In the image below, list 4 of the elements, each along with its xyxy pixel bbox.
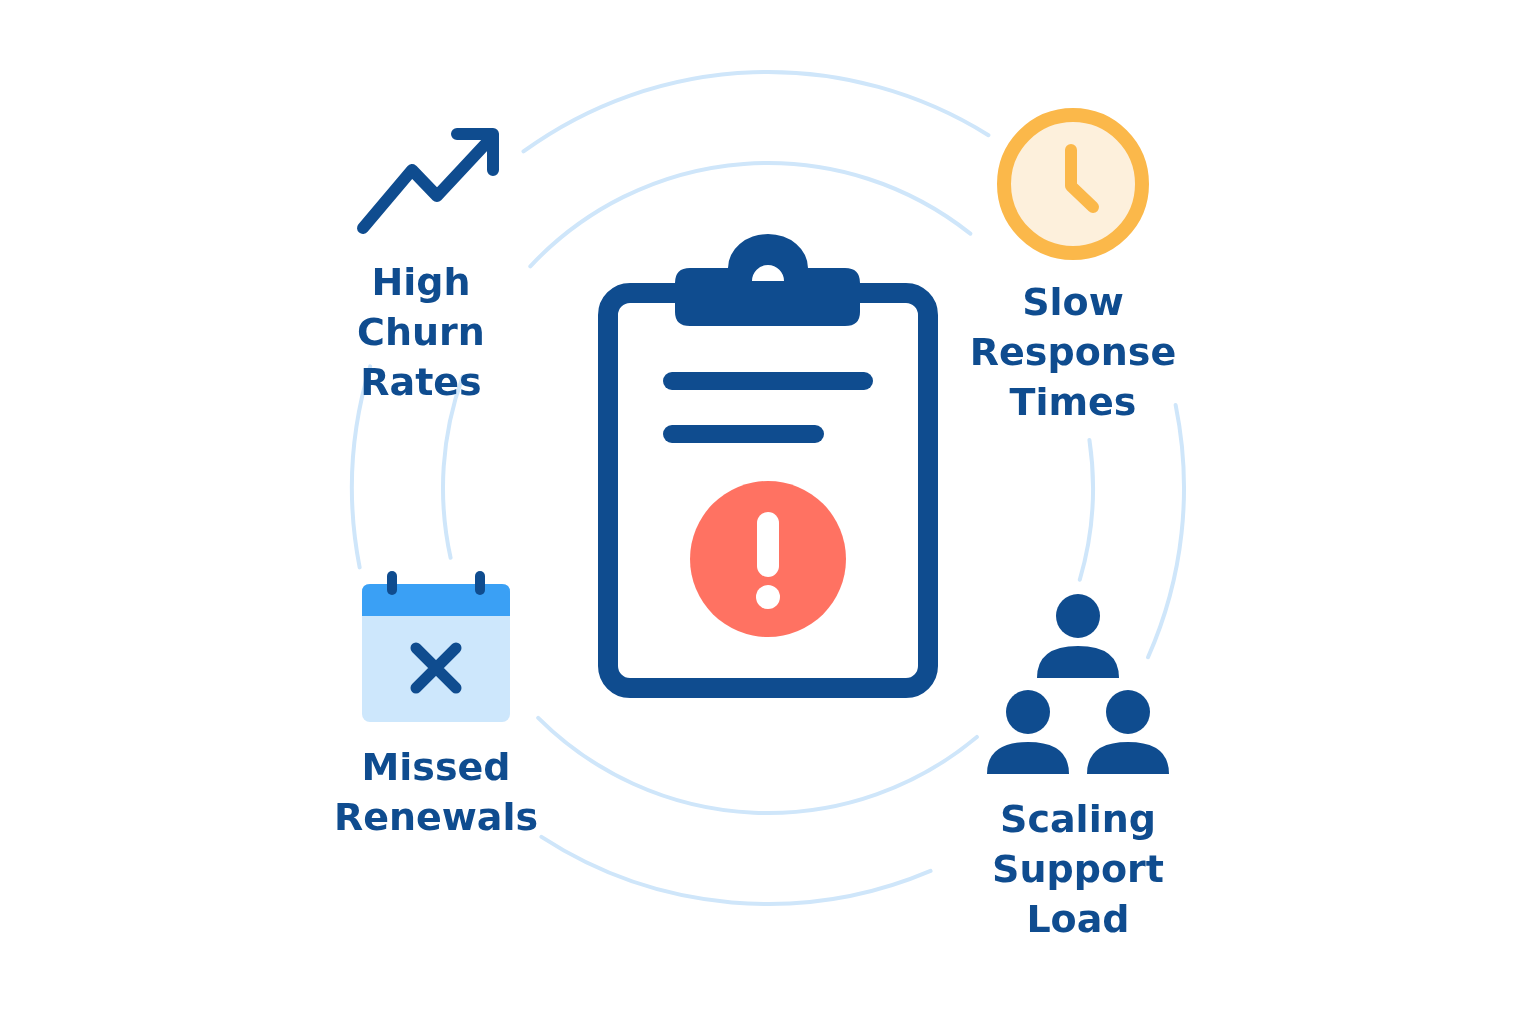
item-label: Slow Response Times — [968, 279, 1178, 426]
item-label: High Churn Rates — [356, 259, 486, 406]
item-label: Scaling Support Load — [991, 796, 1165, 943]
item-label: Missed Renewals — [332, 744, 540, 841]
